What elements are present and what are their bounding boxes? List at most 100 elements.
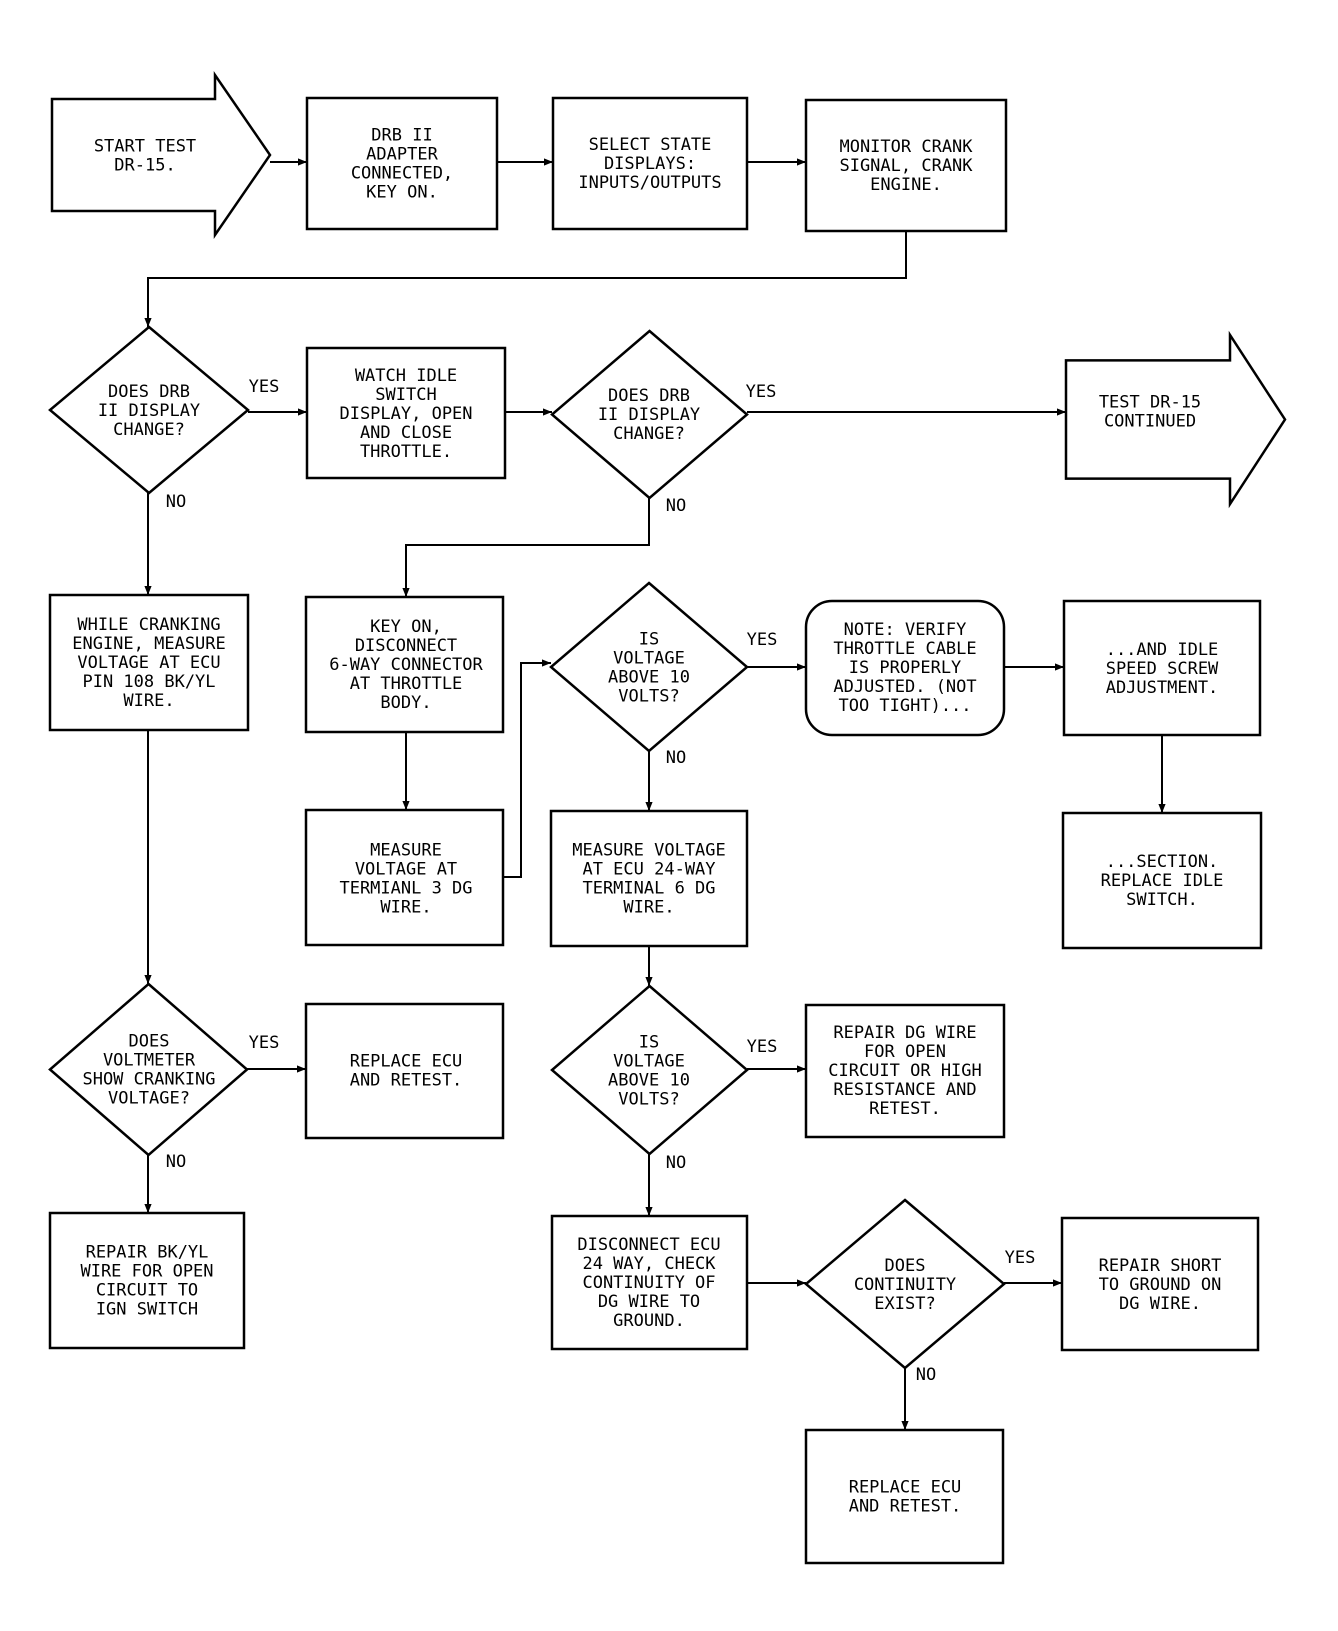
d-display1-shape	[48, 325, 250, 495]
node-text-line: THROTTLE.	[360, 442, 452, 462]
node-text-line: DG WIRE.	[1119, 1294, 1201, 1314]
node-text-line: DOES	[885, 1256, 926, 1276]
node-text-line: DISCONNECT	[355, 636, 457, 656]
n-cranking-shape	[48, 593, 250, 732]
node-text-line: DISPLAYS:	[604, 154, 696, 174]
node-text-line: AT ECU 24-WAY	[582, 860, 715, 880]
node-text-line: REPLACE IDLE	[1101, 871, 1224, 891]
node-text-line: II DISPLAY	[98, 401, 200, 421]
node-text-line: BODY.	[380, 693, 431, 713]
d-volt2-shape	[550, 984, 749, 1156]
node-text-line: INPUTS/OUTPUTS	[578, 173, 721, 193]
branch-label-d1-yes: YES	[249, 377, 280, 397]
node-text-line: TERMIANL 3 DG	[339, 879, 472, 899]
node-text-line: SIGNAL, CRANK	[839, 156, 973, 176]
node-text-line: THROTTLE CABLE	[833, 639, 976, 659]
node-text-line: ADJUSTED. (NOT	[833, 677, 976, 697]
node-text-line: DOES DRB	[108, 382, 190, 402]
node-text-line: TERMINAL 6 DG	[582, 879, 715, 899]
node-text-line: VOLTS?	[618, 687, 679, 707]
node-text-line: VOLTAGE	[613, 649, 685, 669]
node-text-line: II DISPLAY	[598, 405, 700, 425]
node-text-line: ...SECTION.	[1106, 852, 1219, 872]
branch-label-v2-yes: YES	[747, 1037, 778, 1057]
node-text-line: CONNECTED,	[351, 164, 453, 184]
n-measure3-shape	[304, 808, 505, 947]
node-text-line: KEY ON.	[366, 183, 438, 203]
node-text-line: REPAIR BK/YL	[86, 1243, 209, 1263]
flow-connector	[144, 231, 907, 327]
node-text-line: AND CLOSE	[360, 423, 452, 443]
continued-shape	[1064, 330, 1287, 509]
node-text-line: SHOW CRANKING	[82, 1070, 215, 1090]
note-shape	[804, 599, 1006, 737]
node-text-line: DOES	[129, 1032, 170, 1052]
d-continuity-shape	[804, 1198, 1006, 1370]
node-text-line: ADAPTER	[366, 145, 438, 165]
node-text-line: CIRCUIT OR HIGH	[828, 1061, 982, 1081]
node-text-line: RESISTANCE AND	[833, 1080, 976, 1100]
node-text-line: CONTINUITY OF	[582, 1273, 715, 1293]
branch-label-v1-yes: YES	[747, 630, 778, 650]
node-text-line: IGN SWITCH	[96, 1300, 198, 1320]
n-repairdg-shape	[804, 1003, 1006, 1139]
node-text-line: MONITOR CRANK	[839, 137, 973, 157]
node-text-line: START TEST	[94, 137, 196, 157]
node-text-line: VOLTAGE AT	[355, 860, 457, 880]
node-text-line: IS	[639, 630, 659, 650]
node-text-line: SELECT STATE	[589, 135, 712, 155]
d-volt1-shape	[549, 581, 749, 753]
node-text-line: 24 WAY, CHECK	[582, 1254, 716, 1274]
node-text-line: SPEED SCREW	[1106, 659, 1219, 679]
node-text-line: DOES DRB	[608, 386, 690, 406]
node-text-line: WIRE.	[123, 691, 174, 711]
node-text-line: WIRE FOR OPEN	[80, 1262, 213, 1282]
node-text-line: REPLACE ECU	[849, 1478, 962, 1498]
node-text-line: DR-15.	[114, 156, 175, 176]
node-text-line: TOO TIGHT)...	[838, 696, 971, 716]
node-text-line: DG WIRE TO	[598, 1292, 700, 1312]
n-measure24-shape	[549, 809, 749, 948]
branch-label-c-no: NO	[916, 1365, 936, 1385]
n-disconnect-shape	[550, 1214, 749, 1351]
node-text-line: DRB II	[371, 126, 432, 146]
n-repairshort-shape	[1060, 1216, 1260, 1352]
branch-label-d2-no: NO	[666, 496, 686, 516]
node-text-line: ENGINE.	[870, 175, 942, 195]
branch-label-v2-no: NO	[666, 1153, 686, 1173]
node-text-line: WHILE CRANKING	[77, 615, 220, 635]
node-text-line: CONTINUED	[1104, 412, 1196, 432]
n-select-shape	[551, 96, 749, 231]
node-text-line: VOLTAGE AT ECU	[77, 653, 220, 673]
branch-label-d2-yes: YES	[746, 382, 777, 402]
node-text-line: ENGINE, MEASURE	[72, 634, 226, 654]
node-text-line: TEST DR-15	[1099, 393, 1201, 413]
start-shape	[50, 70, 272, 240]
node-text-line: CHANGE?	[613, 424, 685, 444]
node-text-line: EXIST?	[874, 1294, 935, 1314]
node-text-line: CIRCUIT TO	[96, 1281, 198, 1301]
node-text-line: AT THROTTLE	[350, 674, 463, 694]
node-text-line: SWITCH.	[1126, 890, 1198, 910]
node-text-line: FOR OPEN	[864, 1042, 946, 1062]
node-text-line: AND RETEST.	[350, 1071, 463, 1091]
node-text-line: PIN 108 BK/YL	[82, 672, 215, 692]
node-text-line: AND RETEST.	[849, 1497, 962, 1517]
branch-label-vm-no: NO	[166, 1152, 186, 1172]
node-text-line: WATCH IDLE	[355, 366, 457, 386]
